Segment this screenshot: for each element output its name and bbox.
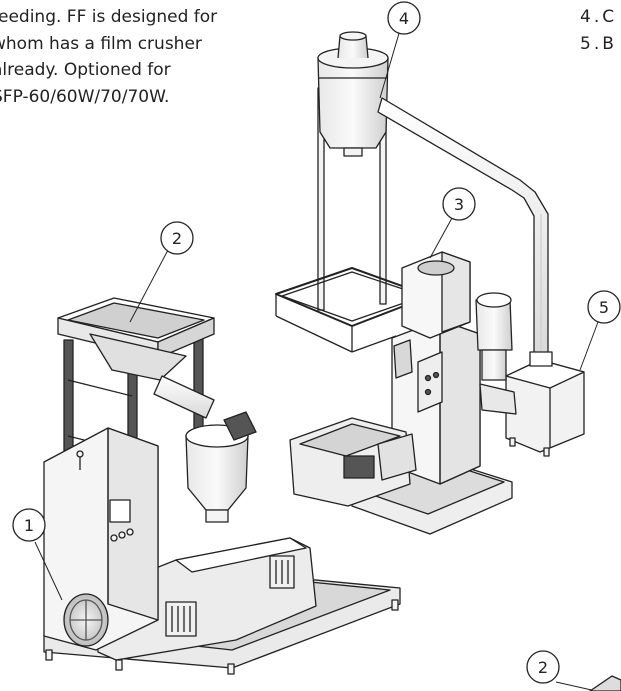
description-line-2: whom has a film crusher [0, 33, 202, 54]
partial-hopper-corner [588, 675, 621, 691]
feed-hopper [57, 297, 215, 483]
callout-2-secondary-label: 2 [538, 658, 548, 677]
callout-2: 2 [160, 221, 194, 255]
cyclone-feeder [185, 411, 257, 523]
callout-1-label: 1 [24, 516, 34, 535]
callout-2-secondary: 2 [526, 650, 560, 684]
blower-box [505, 351, 585, 457]
callout-3-label: 3 [454, 195, 464, 214]
component-list: 4.C 5.B [580, 4, 617, 57]
description-text: feeding. FF is designed for whom has a f… [0, 4, 292, 110]
description-line-1: feeding. FF is designed for [0, 7, 218, 27]
callout-3: 3 [442, 187, 476, 221]
callout-4: 4 [387, 1, 421, 35]
callout-5: 5 [587, 290, 621, 324]
component-list-item-4: 4.C [580, 7, 618, 27]
description-line-4: SFP-60/60W/70/70W. [0, 86, 170, 107]
callout-2-label: 2 [172, 229, 182, 248]
cyclone-separator [275, 31, 549, 359]
description-line-3: already. Optioned for [0, 60, 171, 80]
die-head [289, 417, 417, 507]
component-list-item-5: 5.B [580, 33, 617, 54]
callout-4-label: 4 [399, 9, 409, 28]
film-crusher [351, 251, 517, 535]
callout-5-label: 5 [599, 298, 609, 317]
callout-1: 1 [12, 508, 46, 542]
extruder [43, 427, 401, 675]
